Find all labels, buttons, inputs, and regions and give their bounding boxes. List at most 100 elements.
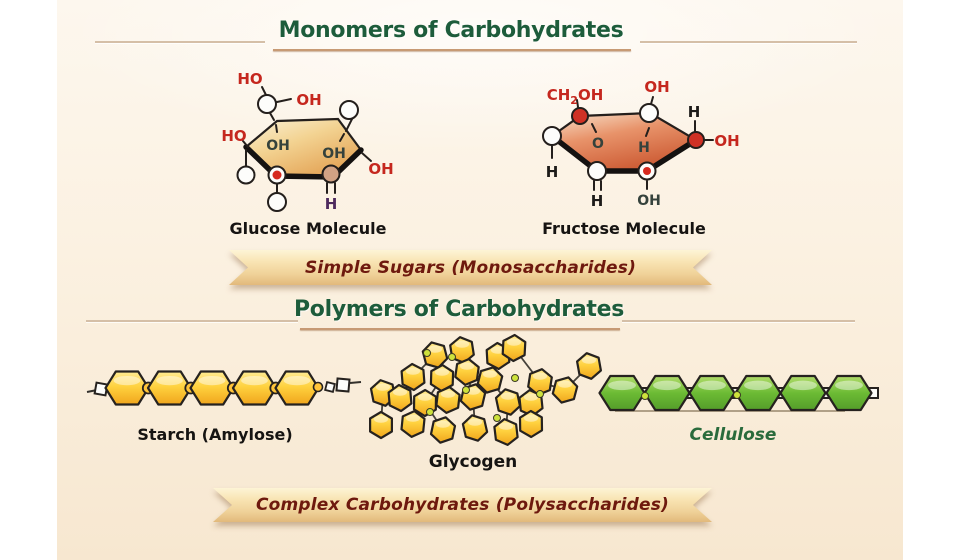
hexagon-gloss bbox=[523, 414, 539, 422]
hexagon-gloss bbox=[789, 380, 817, 391]
linker-dot bbox=[511, 374, 519, 382]
atom-carbon bbox=[321, 164, 341, 184]
polysaccharides-banner-text: Complex Carbohydrates (Polysaccharides) bbox=[255, 495, 670, 515]
hexagon-gloss bbox=[405, 367, 421, 375]
hexagon-gloss bbox=[459, 362, 475, 370]
atom bbox=[267, 192, 287, 212]
starch-amylose-chain bbox=[86, 370, 362, 406]
hexagon-gloss bbox=[835, 380, 863, 391]
fructose-label-left-h: H bbox=[546, 163, 559, 181]
fructose-ring-bold-edge bbox=[549, 133, 699, 174]
hexagon-gloss bbox=[156, 375, 183, 386]
hexagon-gloss bbox=[454, 340, 470, 348]
glucose-label-left-ho: HO bbox=[221, 127, 246, 145]
hexagon-unit bbox=[501, 333, 527, 363]
atom bbox=[257, 94, 277, 114]
hexagon-unit bbox=[494, 388, 522, 416]
fructose-label-inner-o: O bbox=[592, 136, 604, 152]
hexagon-unit bbox=[461, 414, 489, 442]
glucose-label-inner-left-oh: OH bbox=[266, 138, 290, 154]
hexagon-unit bbox=[369, 410, 393, 440]
starch-caption: Starch (Amylose) bbox=[137, 425, 293, 444]
fructose-molecule-diagram: CH2OH OH H OH O H H H OH bbox=[542, 78, 740, 210]
linker-dot bbox=[312, 381, 324, 393]
chain-end-unit bbox=[335, 377, 351, 393]
glucose-label-bottom-h: H bbox=[325, 195, 338, 213]
glycogen-cluster bbox=[369, 333, 603, 446]
hexagon-gloss bbox=[523, 393, 539, 401]
hexagon-gloss bbox=[405, 414, 421, 422]
hexagon-gloss bbox=[698, 380, 726, 391]
polymers-title: Polymers of Carbohydrates bbox=[293, 297, 625, 322]
glycogen-caption: Glycogen bbox=[428, 452, 518, 472]
atom bbox=[542, 126, 562, 146]
fructose-label-bottom-left-h: H bbox=[591, 192, 604, 210]
polymers-title-underline bbox=[300, 328, 620, 330]
linker-dot bbox=[423, 349, 431, 357]
monosaccharides-ribbon: Simple Sugars (Monosaccharides) bbox=[229, 250, 712, 285]
hexagon-gloss bbox=[467, 418, 483, 426]
glucose-ring-bold-edge bbox=[243, 144, 364, 180]
hexagon-gloss bbox=[744, 380, 772, 391]
fructose-label-upper-right-h: H bbox=[688, 103, 701, 121]
glucose-label-right-oh: OH bbox=[368, 160, 393, 178]
hexagon-unit bbox=[454, 358, 480, 386]
fructose-label-right-oh: OH bbox=[714, 132, 739, 150]
fructose-caption: Fructose Molecule bbox=[542, 219, 706, 238]
hexagon-unit bbox=[575, 352, 603, 380]
hexagon-gloss bbox=[198, 375, 226, 386]
hexagon-gloss bbox=[500, 392, 516, 400]
linker-dot bbox=[641, 392, 649, 400]
hexagon-unit bbox=[551, 376, 579, 404]
polymers-rule-left bbox=[86, 320, 298, 322]
hexagon-unit bbox=[476, 366, 504, 394]
hexagon-gloss bbox=[417, 393, 433, 401]
fructose-label-ch2oh: CH2OH bbox=[547, 86, 604, 107]
hexagon-gloss bbox=[435, 420, 451, 428]
glucose-caption: Glucose Molecule bbox=[229, 219, 387, 238]
atom-oxygen bbox=[643, 167, 651, 175]
glucose-molecule-diagram: HO OH HO OH OH OH H bbox=[221, 70, 393, 213]
polysaccharides-banner: Complex Carbohydrates (Polysaccharides) bbox=[213, 488, 712, 522]
chain-end-bond bbox=[349, 381, 362, 384]
glucose-label-top-oh: OH bbox=[296, 91, 321, 109]
glucose-atoms bbox=[236, 94, 359, 212]
chain-end-unit bbox=[324, 381, 336, 393]
atom-oxygen bbox=[571, 107, 589, 125]
hexagon-unit bbox=[435, 386, 461, 414]
cellulose-caption: Cellulose bbox=[689, 425, 777, 445]
hexagon-gloss bbox=[482, 370, 498, 378]
hexagon-gloss bbox=[241, 375, 268, 386]
polysaccharides-ribbon: Complex Carbohydrates (Polysaccharides) bbox=[213, 488, 712, 522]
fructose-label-inner-h: H bbox=[638, 140, 650, 156]
fructose-atoms bbox=[542, 103, 705, 181]
linker-dot bbox=[426, 408, 434, 416]
hexagon-gloss bbox=[532, 372, 548, 380]
linker-dot bbox=[448, 353, 456, 361]
fructose-label-top-oh: OH bbox=[644, 78, 669, 96]
monosaccharides-banner: Simple Sugars (Monosaccharides) bbox=[229, 250, 712, 285]
monosaccharides-banner-text: Simple Sugars (Monosaccharides) bbox=[304, 257, 637, 278]
polymers-rule-right bbox=[622, 320, 855, 322]
hexagon-unit bbox=[400, 362, 426, 392]
hexagon-gloss bbox=[373, 415, 389, 423]
linker-dot bbox=[462, 386, 470, 394]
fructose-bonds bbox=[551, 96, 714, 191]
cellulose-chain bbox=[598, 374, 879, 412]
monomers-rule-right bbox=[640, 41, 857, 43]
hexagon-gloss bbox=[581, 356, 597, 364]
hexagon-unit bbox=[518, 409, 544, 439]
hexagon-gloss bbox=[427, 345, 443, 353]
hexagon-unit bbox=[429, 416, 457, 444]
hexagon-gloss bbox=[283, 375, 311, 386]
hexagon-gloss bbox=[557, 380, 573, 388]
hexagon-gloss bbox=[653, 380, 681, 391]
monomers-rule-left bbox=[95, 41, 265, 43]
hexagon-unit bbox=[400, 410, 426, 438]
glucose-label-inner-right-oh: OH bbox=[322, 146, 346, 162]
hexagon-unit bbox=[825, 374, 873, 412]
glucose-label-top-ho: HO bbox=[237, 70, 262, 88]
fructose-label-bottom-right-oh: OH bbox=[637, 193, 661, 209]
